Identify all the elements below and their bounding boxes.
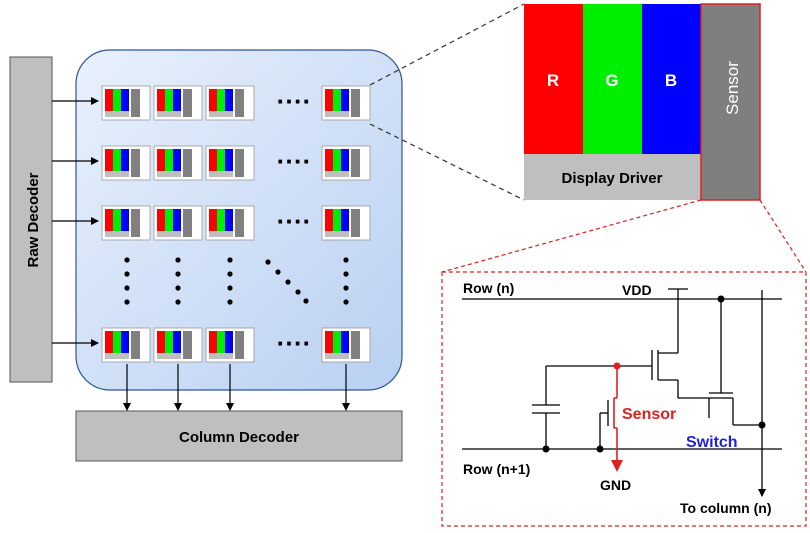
gnd-label: GND (600, 477, 631, 493)
sensor-transistor (611, 366, 623, 472)
pixel-3-4 (321, 205, 371, 241)
pixel-4-1 (101, 327, 151, 363)
pixel-3-3 (205, 205, 255, 241)
enlarged-pixel: R G B Display Driver Sensor (524, 3, 761, 201)
green-label: G (605, 71, 618, 90)
red-subpixel (524, 4, 583, 154)
pixel-2-3 (205, 145, 255, 181)
ellipsis-row-3: ···· (277, 206, 312, 236)
pixel-2-2 (153, 145, 203, 181)
junction-dots (542, 295, 766, 453)
display-driver-label: Display Driver (562, 170, 663, 187)
circuit-wires (462, 288, 782, 497)
column-decoder-block: Column Decoder (75, 410, 403, 462)
sensor-block (700, 3, 761, 201)
sensor-node-dot (613, 362, 621, 370)
sensor-circuit-label: Sensor (622, 406, 676, 423)
circuit-labels: Row (n) VDD Row (n+1) GND Sensor Switch … (463, 280, 772, 516)
vertical-dots (124, 257, 349, 305)
ellipsis-row-4: ···· (277, 328, 312, 358)
zoom-lines (369, 3, 525, 201)
pixel-3-2 (153, 205, 203, 241)
pixel-1-4 (321, 85, 371, 121)
raw-decoder-block: Raw Decoder (9, 56, 53, 383)
pixel-3-1 (101, 205, 151, 241)
ellipsis-row-1: ···· (277, 86, 312, 116)
sensor-block-label: Sensor (723, 61, 742, 115)
pixel-grid (101, 85, 371, 363)
row-ellipses: ···· ···· ···· ···· (277, 86, 312, 358)
pixel-1-3 (205, 85, 255, 121)
blue-label: B (665, 71, 677, 90)
pixel-4-4 (321, 327, 371, 363)
red-label: R (547, 71, 559, 90)
raw-decoder-label: Raw Decoder (25, 172, 42, 267)
display-driver-block (524, 154, 701, 200)
sensor-zoom-lines (441, 199, 807, 273)
row-n1-label: Row (n+1) (463, 461, 530, 477)
circuit-box (441, 271, 807, 527)
pixel-2-4 (321, 145, 371, 181)
row-arrows (52, 97, 99, 347)
ellipsis-row-2: ···· (277, 146, 312, 176)
pixel-2-1 (101, 145, 151, 181)
switch-label: Switch (686, 434, 738, 451)
pixel-1-1 (101, 85, 151, 121)
pixel-4-3 (205, 327, 255, 363)
vdd-label: VDD (622, 282, 652, 298)
column-decoder-label: Column Decoder (179, 429, 299, 446)
green-subpixel (583, 4, 642, 154)
column-arrows (123, 364, 350, 411)
to-column-label: To column (n) (680, 500, 772, 516)
pixel-4-2 (153, 327, 203, 363)
pixel-1-2 (153, 85, 203, 121)
blue-subpixel (642, 4, 701, 154)
row-n-label: Row (n) (463, 280, 514, 296)
